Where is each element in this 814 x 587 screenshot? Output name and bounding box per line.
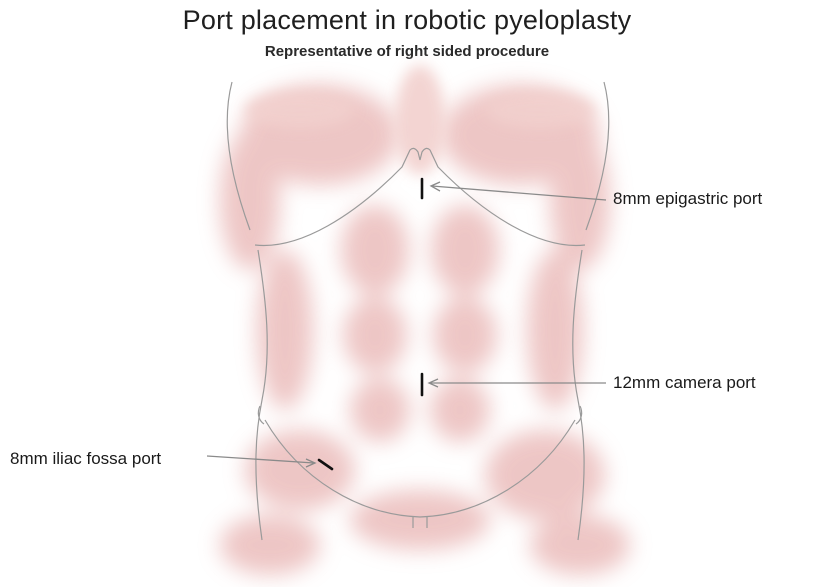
camera-port-label: 12mm camera port: [613, 373, 756, 393]
epigastric-port-label: 8mm epigastric port: [613, 189, 762, 209]
iliac-fossa-port-label: 8mm iliac fossa port: [10, 449, 161, 469]
